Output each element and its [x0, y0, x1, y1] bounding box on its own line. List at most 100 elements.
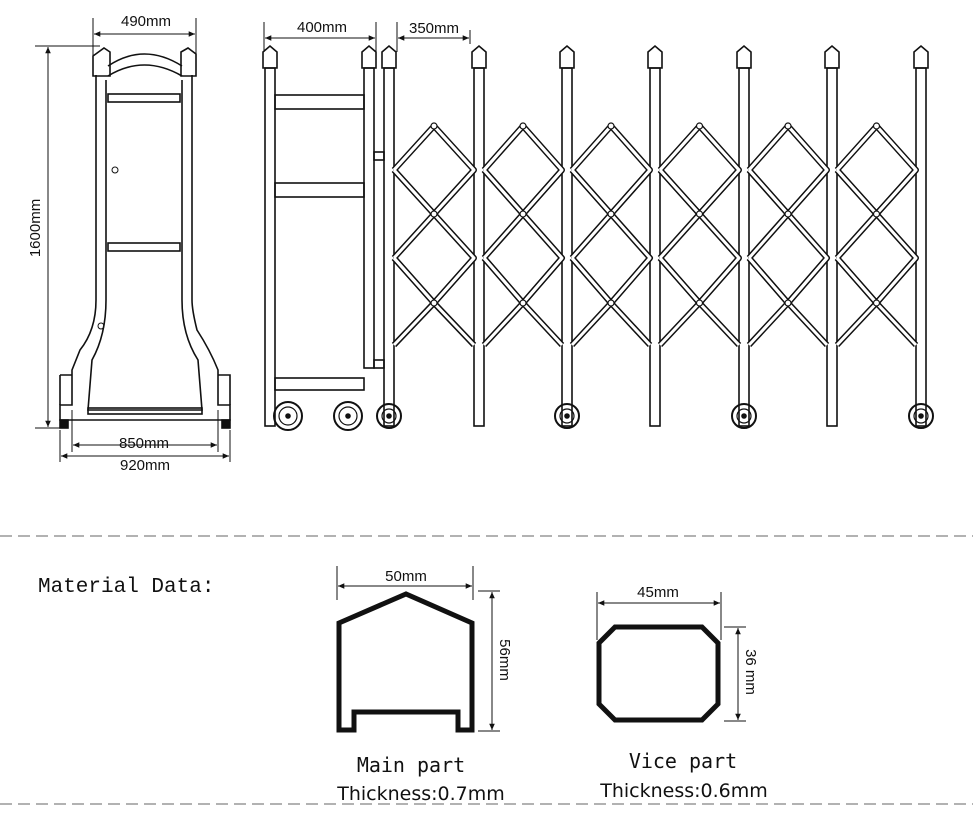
material-heading: Material Data:: [38, 576, 214, 599]
lattice-link-upper-1: [391, 123, 477, 217]
lattice-pivot-6-2: [872, 210, 881, 218]
lattice-link-inner-5-2: [747, 169, 829, 216]
lattice-link-cross-lower-6: [834, 256, 919, 306]
lattice-pivot-1-3: [430, 299, 438, 307]
lattice-link-cross-4: [657, 167, 742, 217]
lattice-link-inner-3-5: [570, 124, 652, 171]
lattice-link-middle-6: [834, 211, 919, 306]
side-height-label: 1600mm: [27, 199, 44, 257]
gate-post-3: [561, 67, 573, 427]
vice-part-width-label: 45mm: [637, 584, 679, 601]
side-base-plate: [87, 407, 203, 415]
lattice-link-inner-5-4: [747, 301, 829, 347]
front-wheel-axle-6: [918, 413, 924, 419]
lattice-link-inner-1-0: [392, 124, 476, 216]
lattice-pivot-4-1: [695, 122, 704, 130]
lattice-link-inner-5-5: [747, 124, 829, 171]
head-crossbar-2: [274, 182, 365, 198]
lattice-link-inner-1-5: [392, 124, 476, 172]
side-view: [59, 47, 231, 429]
lattice-link-inner-4-3: [658, 257, 741, 305]
gate-post-cap-4: [647, 44, 663, 69]
side-inner-width-label: 850mm: [119, 435, 169, 452]
side-arch-inner: [107, 64, 183, 77]
lattice-pivot-5-1: [784, 122, 792, 130]
lattice-pivot-5-3: [784, 299, 792, 307]
side-right-wheel: [221, 419, 231, 429]
lattice-link-inner-2-0: [482, 124, 564, 216]
lattice-link-cross-5: [746, 168, 830, 217]
lattice-pivot-6-3: [872, 299, 881, 307]
head-right-cap: [361, 44, 377, 69]
lattice-pivot-3-3: [607, 299, 615, 307]
lattice-link-inner-4-1: [658, 212, 741, 305]
side-left-wheel: [59, 419, 69, 429]
front-wheel-2: [333, 401, 363, 431]
lattice-link-middle-5: [746, 211, 830, 306]
front-wheel-3: [376, 403, 402, 429]
lattice-link-cross-lower-4: [657, 256, 742, 306]
lattice-link-upper-5: [746, 123, 830, 217]
side-right-foot: [218, 374, 231, 405]
front-wheel-hub-6: [913, 408, 929, 424]
lattice-link-cross-lower-5: [746, 256, 830, 306]
lattice-link-upper-3: [569, 123, 653, 217]
lattice-link-bottom-2: [481, 300, 565, 348]
lattice-link-inner-6-4: [835, 301, 918, 347]
main-part-thickness: Thickness:0.7mm: [336, 783, 505, 805]
lattice-link-inner-1-4: [392, 301, 476, 347]
front-panel-spacing-label: 350mm: [409, 20, 459, 37]
lattice-link-middle-3: [569, 211, 653, 306]
lattice-link-bottom-6: [834, 300, 919, 348]
lattice-link-inner-1-2: [392, 168, 476, 216]
front-wheel-4: [554, 403, 580, 429]
main-part-width-label: 50mm: [385, 568, 427, 585]
lattice-link-inner-1-1: [392, 212, 476, 305]
lattice-link-cross-1: [391, 167, 477, 217]
lattice-link-upper-6: [834, 123, 919, 217]
lattice-link-middle-4: [657, 211, 742, 306]
lattice-pivot-2-3: [519, 299, 527, 307]
lattice-link-bottom-5: [746, 300, 830, 348]
front-wheel-axle-3: [386, 413, 392, 419]
lattice-link-upper-2: [481, 123, 565, 217]
head-crossbar-1: [274, 94, 365, 110]
gate-post-cap-5: [736, 44, 752, 69]
lattice-link-cross-3: [569, 168, 653, 217]
head-bottom-bar: [274, 377, 365, 391]
main-part-profile: [336, 566, 500, 733]
lattice-link-inner-2-3: [482, 257, 564, 305]
side-bolt-2: [97, 322, 105, 330]
gate-post-5: [738, 67, 750, 427]
lattice-link-inner-3-4: [570, 301, 652, 347]
lattice-link-inner-6-2: [835, 168, 918, 216]
side-right-cap: [180, 47, 197, 77]
side-arch: [107, 53, 183, 67]
gate-post-6: [826, 67, 838, 427]
lattice-link-inner-6-3: [835, 257, 918, 305]
front-wheel-1: [273, 401, 303, 431]
side-frame-inner: [87, 80, 203, 411]
lattice-link-inner-3-2: [570, 169, 652, 216]
side-outer-width-label: 920mm: [120, 457, 170, 474]
front-wheel-hub-4: [559, 408, 575, 424]
lattice-link-bottom-3: [569, 300, 653, 348]
head-link-bottom: [373, 359, 385, 369]
front-wheel-hub-3: [381, 408, 397, 424]
gate-post-cap-7: [913, 44, 929, 69]
head-link-top: [373, 151, 385, 161]
lattice-link-inner-6-1: [835, 212, 918, 305]
lattice-link-upper-4: [657, 123, 742, 217]
lattice-pivot-2-2: [519, 210, 527, 218]
lattice-link-inner-3-1: [570, 212, 652, 305]
lattice-link-cross-2: [481, 168, 565, 217]
lattice-link-inner-5-3: [747, 257, 829, 305]
front-view: [262, 44, 934, 431]
side-top-width-label: 490mm: [121, 13, 171, 30]
lattice-link-inner-1-3: [392, 257, 476, 305]
lattice-link-inner-3-0: [570, 124, 652, 216]
lattice-pivot-4-3: [695, 299, 704, 307]
gate-post-cap-3: [559, 44, 575, 69]
gate-post-cap-2: [471, 44, 487, 69]
